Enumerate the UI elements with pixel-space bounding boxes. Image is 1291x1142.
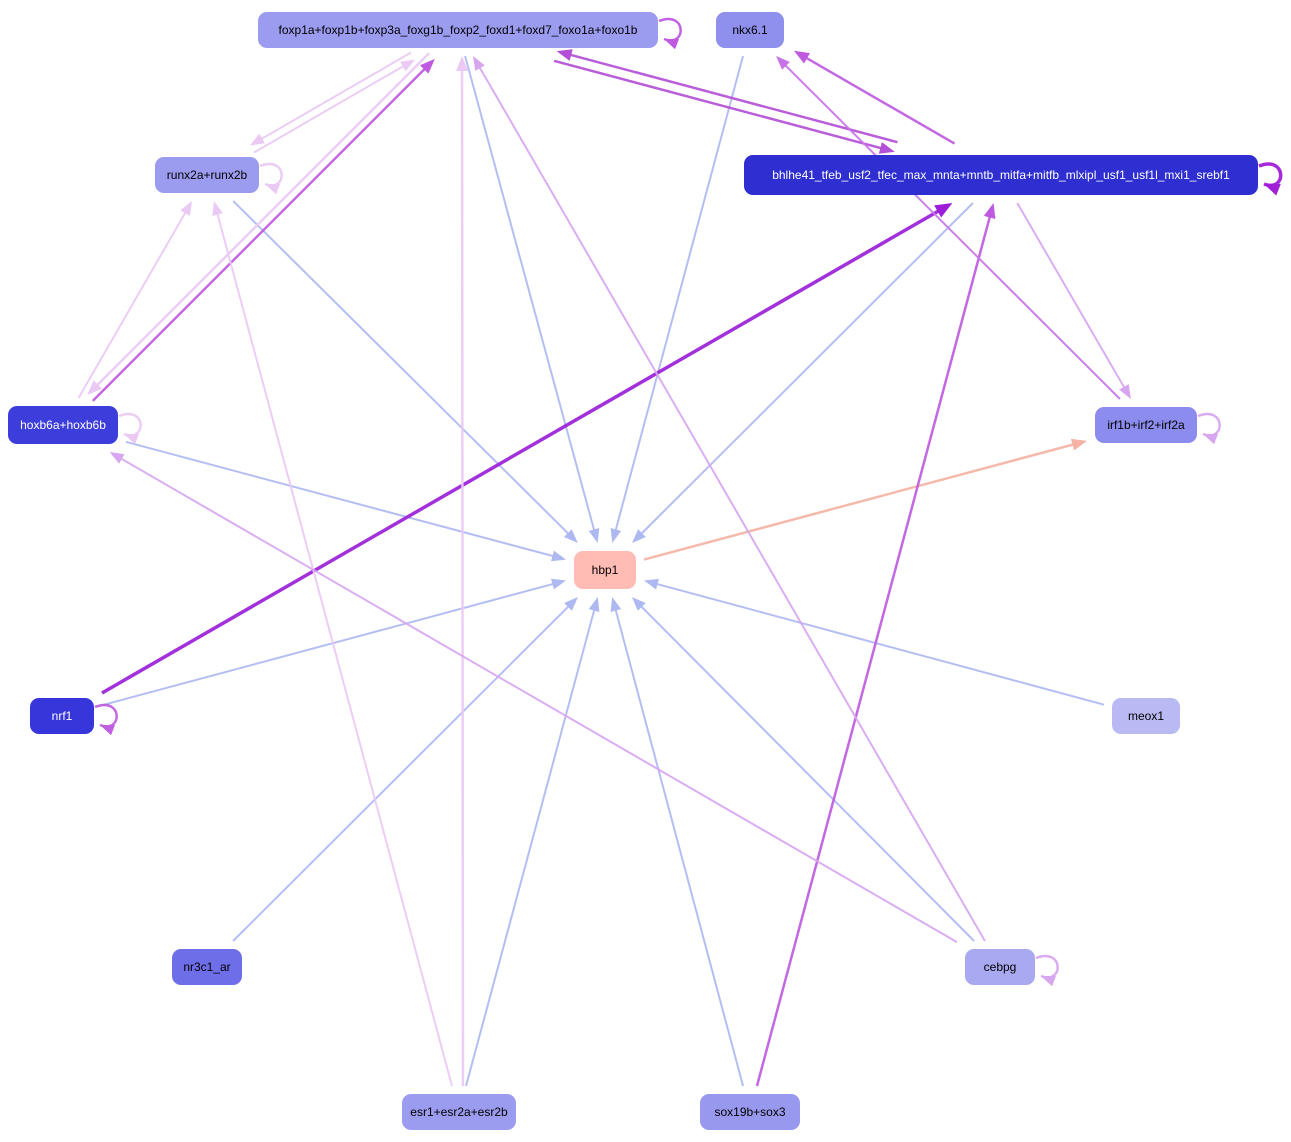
node-esr1[interactable]: esr1+esr2a+esr2b bbox=[402, 1094, 516, 1130]
edge-esr1-foxp1a-arrowhead bbox=[456, 55, 469, 72]
self-loop-runx2a-arrowhead bbox=[265, 183, 281, 195]
edge-nrf1-hbp1-arrowhead bbox=[551, 578, 566, 590]
self-loop-foxp1a-arrowhead bbox=[664, 38, 680, 50]
edge-sox19b-hbp1 bbox=[612, 602, 745, 1087]
edge-nrf1-bhlhe41 bbox=[101, 204, 949, 695]
node-sox19b[interactable]: sox19b+sox3 bbox=[700, 1094, 800, 1130]
self-loop-hoxb6a-arrowhead bbox=[124, 433, 140, 445]
edge-meox1-hbp1 bbox=[649, 581, 1105, 706]
edge-irf1b-nkx61-arrowhead bbox=[776, 56, 790, 70]
edge-esr1-runx2a bbox=[214, 206, 453, 1087]
edge-meox1-hbp1-arrowhead bbox=[644, 578, 659, 590]
self-loop-bhlhe41-arrowhead bbox=[1264, 183, 1281, 196]
edge-hoxb6a-foxp1a bbox=[91, 62, 432, 402]
edge-runx2a-hbp1-arrowhead bbox=[563, 529, 578, 543]
edge-hoxb6a-hbp1-arrowhead bbox=[551, 550, 566, 562]
edge-esr1-foxp1a bbox=[460, 61, 465, 1086]
edge-hbp1-irf1b bbox=[643, 441, 1082, 561]
edge-bhlhe41-nkx61-arrowhead bbox=[794, 50, 810, 64]
edge-nrf1-hbp1 bbox=[101, 581, 561, 707]
edge-cebpg-foxp1a-arrowhead bbox=[473, 56, 485, 71]
edge-foxp1a-hbp1 bbox=[464, 55, 598, 538]
node-nr3c1[interactable]: nr3c1_ar bbox=[172, 949, 242, 985]
node-bhlhe41[interactable]: bhlhe41_tfeb_usf2_tfec_max_mnta+mntb_mit… bbox=[744, 155, 1258, 195]
edge-cebpg-hbp1 bbox=[635, 600, 975, 942]
self-loop-cebpg-arrowhead bbox=[1041, 975, 1057, 987]
edge-cebpg-hoxb6a-arrowhead bbox=[109, 452, 125, 464]
edge-irf1b-nkx61 bbox=[779, 59, 1121, 400]
edge-esr1-hbp1 bbox=[465, 602, 598, 1087]
edge-foxp1a-hbp1-arrowhead bbox=[588, 528, 600, 543]
edge-nkx61-hbp1 bbox=[612, 55, 744, 538]
node-runx2a[interactable]: runx2a+runx2b bbox=[155, 157, 259, 193]
edge-bhlhe41-hbp1 bbox=[635, 202, 974, 540]
edge-foxp1a-runx2a bbox=[254, 51, 412, 144]
edge-foxp1a-bhlhe41-arrowhead bbox=[878, 142, 895, 154]
edge-esr1-runx2a-arrowhead bbox=[212, 201, 223, 216]
edge-nr3c1-hbp1 bbox=[232, 600, 575, 942]
edge-hoxb6a-runx2a bbox=[77, 205, 190, 399]
edge-nrf1-bhlhe41-arrowhead bbox=[934, 203, 953, 218]
edge-nkx61-hbp1-arrowhead bbox=[610, 528, 622, 543]
edge-bhlhe41-nkx61 bbox=[798, 52, 956, 145]
edge-sox19b-bhlhe41-arrowhead bbox=[983, 203, 996, 220]
edge-foxp1a-runx2a-arrowhead bbox=[250, 133, 265, 146]
edge-hoxb6a-foxp1a-arrowhead bbox=[419, 58, 435, 74]
edge-runx2a-foxp1a-arrowhead bbox=[400, 59, 415, 72]
edge-cebpg-hoxb6a bbox=[114, 454, 958, 943]
node-foxp1a[interactable]: foxp1a+foxp1b+foxp3a_foxg1b_foxp2_foxd1+… bbox=[258, 12, 658, 48]
edge-cebpg-foxp1a bbox=[475, 60, 986, 942]
edge-hoxb6a-hbp1 bbox=[125, 440, 561, 559]
edge-bhlhe41-hbp1-arrowhead bbox=[632, 529, 646, 543]
node-nkx61[interactable]: nkx6.1 bbox=[716, 12, 784, 48]
edge-bhlhe41-irf1b bbox=[1016, 202, 1129, 395]
node-cebpg[interactable]: cebpg bbox=[965, 949, 1035, 985]
edge-esr1-hbp1-arrowhead bbox=[588, 597, 600, 612]
self-loop-nrf1-arrowhead bbox=[100, 724, 116, 736]
edge-hbp1-irf1b-arrowhead bbox=[1070, 438, 1087, 451]
node-hbp1[interactable]: hbp1 bbox=[574, 551, 636, 589]
edge-bhlhe41-irf1b-arrowhead bbox=[1119, 384, 1131, 399]
edge-foxp1a-hoxb6a-arrowhead bbox=[87, 380, 103, 396]
edge-bhlhe41-foxp1a bbox=[562, 51, 898, 144]
edge-sox19b-hbp1-arrowhead bbox=[610, 597, 622, 612]
edge-sox19b-bhlhe41 bbox=[755, 208, 994, 1087]
node-irf1b[interactable]: irf1b+irf2+irf2a bbox=[1095, 407, 1197, 443]
edge-foxp1a-bhlhe41 bbox=[553, 59, 890, 152]
node-hoxb6a[interactable]: hoxb6a+hoxb6b bbox=[8, 406, 118, 444]
node-meox1[interactable]: meox1 bbox=[1112, 698, 1180, 734]
edge-nr3c1-hbp1-arrowhead bbox=[564, 597, 578, 611]
edge-hoxb6a-runx2a-arrowhead bbox=[180, 201, 193, 216]
edge-foxp1a-hoxb6a bbox=[90, 52, 431, 392]
edge-runx2a-hbp1 bbox=[232, 200, 575, 540]
node-nrf1[interactable]: nrf1 bbox=[30, 698, 94, 734]
edge-cebpg-hbp1-arrowhead bbox=[631, 597, 646, 611]
edge-runx2a-foxp1a bbox=[253, 61, 411, 154]
edge-bhlhe41-foxp1a-arrowhead bbox=[556, 49, 573, 61]
self-loop-irf1b-arrowhead bbox=[1203, 433, 1219, 445]
